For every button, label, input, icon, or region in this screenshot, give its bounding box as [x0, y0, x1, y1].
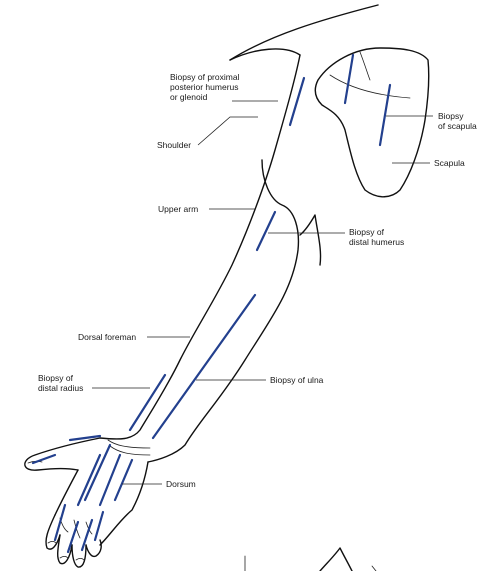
incision-glenoid	[345, 55, 353, 103]
label-biopsy-proximal-humerus: Biopsy of proximal posterior humerus or …	[170, 72, 239, 102]
incision-distal-radius	[130, 375, 165, 430]
scapula-outline	[315, 48, 429, 197]
label-biopsy-distal-radius: Biopsy of distal radius	[38, 373, 83, 393]
incision-distal-humerus	[257, 212, 275, 250]
label-biopsy-distal-humerus: Biopsy of distal humerus	[349, 227, 404, 247]
label-upper-arm: Upper arm	[158, 204, 198, 214]
label-biopsy-ulna: Biopsy of ulna	[270, 375, 323, 385]
incision-finger-2	[68, 522, 78, 552]
incision-dorsum-4	[78, 455, 100, 505]
incision-thumb	[33, 455, 55, 463]
label-biopsy-scapula: Biopsy of scapula	[438, 111, 477, 131]
label-scapula: Scapula	[434, 158, 465, 168]
incision-proximal-humerus	[290, 78, 304, 125]
leader-lines	[92, 101, 433, 484]
incision-dorsum-3	[115, 460, 132, 500]
incision-finger-4	[95, 512, 103, 540]
label-shoulder: Shoulder	[157, 140, 191, 150]
label-dorsum: Dorsum	[166, 479, 196, 489]
label-dorsal-forearm: Dorsal foreman	[78, 332, 136, 342]
